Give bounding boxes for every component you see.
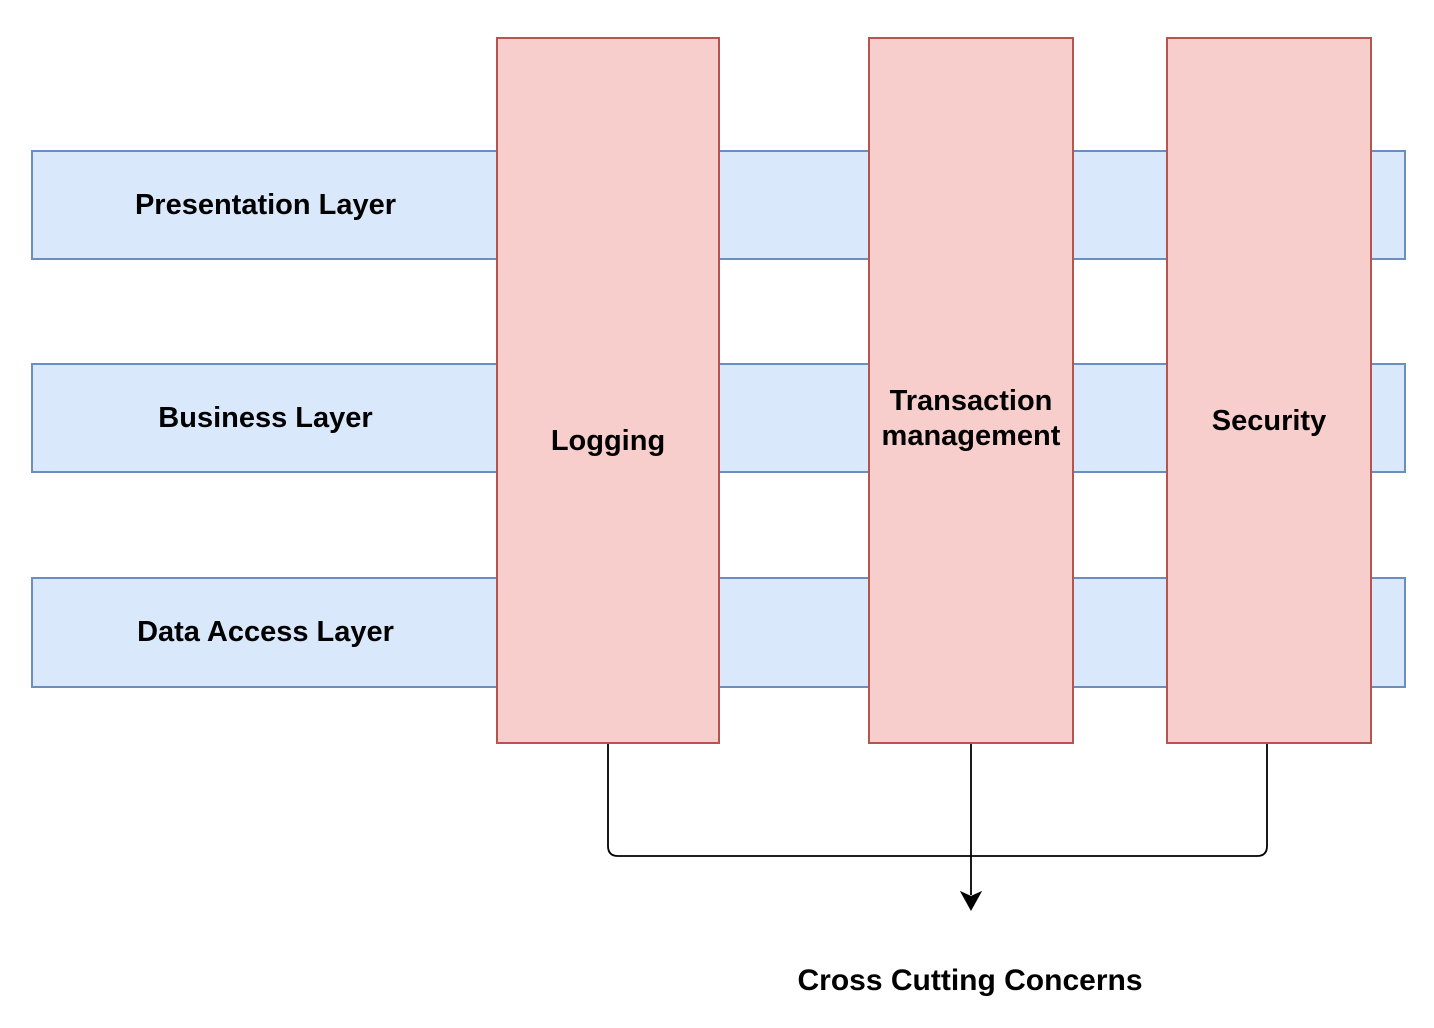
concern-bar-security: Security: [1166, 37, 1372, 744]
arrow-down-icon: [959, 890, 983, 912]
concern-label-transaction-management: Transaction management: [881, 385, 1061, 452]
layer-label-data-access: Data Access Layer: [137, 616, 394, 648]
concern-bar-logging: Logging: [496, 37, 720, 744]
concern-bar-transaction-management: Transaction management: [868, 37, 1074, 744]
layer-label-business: Business Layer: [158, 401, 373, 434]
layer-label-presentation: Presentation Layer: [134, 188, 397, 221]
diagram-caption: Cross Cutting Concerns: [797, 964, 1143, 997]
concern-label-logging: Logging: [550, 425, 666, 457]
concern-label-security: Security: [1211, 405, 1327, 437]
bracket-connector: [607, 744, 1268, 857]
